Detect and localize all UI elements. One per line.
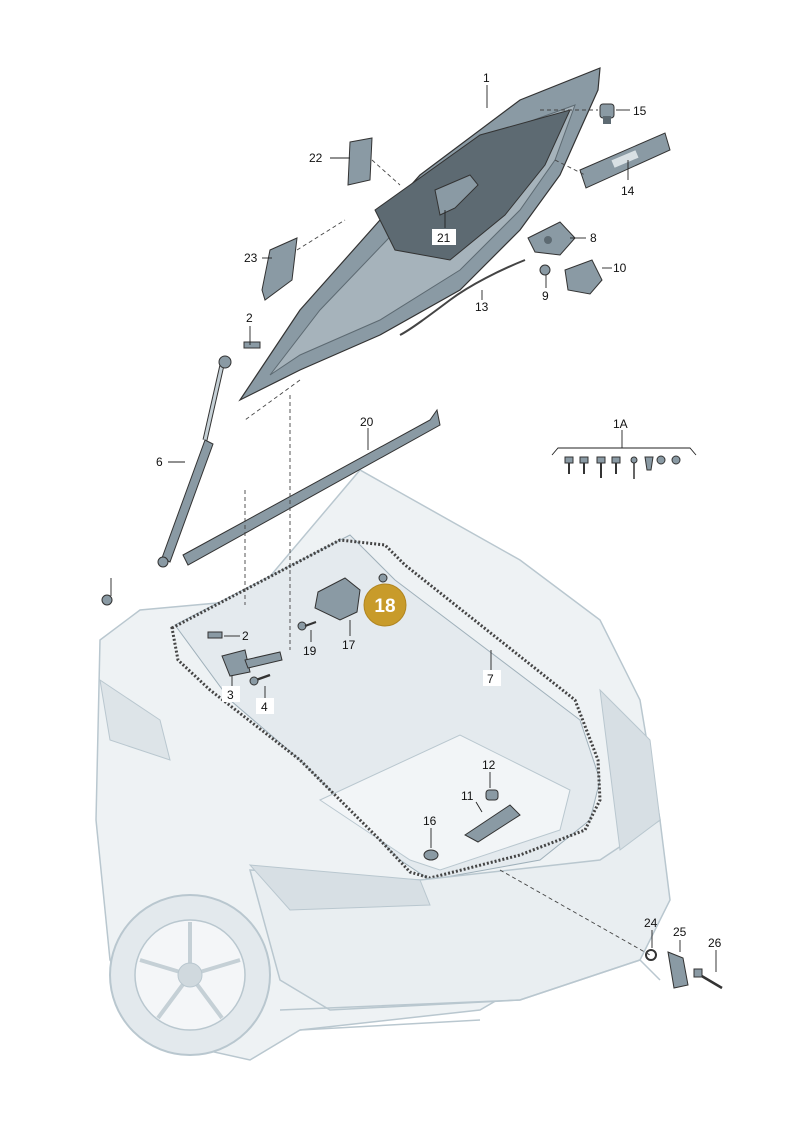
tailgate-lid (238, 67, 601, 402)
callout-8: 8 (590, 231, 597, 245)
hinge-3 (221, 649, 283, 677)
callout-22: 22 (309, 151, 323, 165)
bracket-21 (434, 174, 479, 216)
bolt-4 (249, 673, 271, 686)
callout-21: 21 (437, 231, 451, 245)
callout-19: 19 (303, 644, 317, 658)
bracket-17 (314, 577, 361, 621)
callout-7: 7 (487, 672, 494, 686)
callout-10: 10 (613, 261, 627, 275)
screw-19 (297, 621, 317, 631)
cover-23 (261, 237, 298, 301)
callout-18-badge[interactable]: 18 (363, 583, 407, 627)
callout-11: 11 (461, 789, 474, 803)
handle-trim-14 (579, 132, 671, 189)
callout-18: 18 (374, 596, 395, 617)
callout-17: 17 (342, 638, 356, 652)
leader-lines (110, 85, 717, 972)
callout-2-lower: 2 (242, 629, 249, 643)
striker-11 (464, 804, 521, 843)
callout-12: 12 (482, 758, 496, 772)
lock-8 (527, 221, 576, 256)
cable-13 (399, 259, 526, 336)
callout-13: 13 (475, 300, 489, 314)
callout-6: 6 (156, 455, 163, 469)
screw-2-top (243, 341, 261, 349)
nut-9 (539, 264, 551, 276)
callout-16: 16 (423, 814, 437, 828)
callout-1A: 1A (613, 417, 628, 431)
bump-12 (485, 789, 499, 801)
callout-23: 23 (244, 251, 258, 265)
clip-18 (378, 573, 388, 583)
callout-24: 24 (644, 916, 658, 930)
fastener-set-1A (551, 447, 697, 479)
washer-24 (645, 949, 657, 961)
gas-strut-6 (157, 355, 232, 568)
callout-15: 15 (633, 104, 647, 118)
callout-9: 9 (542, 289, 549, 303)
grommet-16 (423, 849, 439, 861)
callout-26: 26 (708, 936, 722, 950)
callout-2-top: 2 (246, 311, 253, 325)
callout-4: 4 (261, 700, 268, 714)
callout-20: 20 (360, 415, 374, 429)
callout-1: 1 (483, 71, 490, 85)
screw-2-lower (207, 631, 223, 639)
seal-strip-20 (182, 408, 441, 566)
cover-10 (564, 259, 603, 295)
callout-labels: 1 15 14 22 23 21 8 9 10 13 2 6 20 1A 2 3… (156, 71, 722, 950)
bump-stop-15 (599, 103, 615, 124)
callout-25: 25 (673, 925, 687, 939)
car-body (95, 469, 671, 1061)
bolt-26 (693, 968, 723, 990)
nut-left (101, 594, 113, 606)
callout-14: 14 (621, 184, 635, 198)
cover-22 (347, 137, 373, 186)
bracket-25 (667, 951, 689, 989)
callout-3: 3 (227, 688, 234, 702)
